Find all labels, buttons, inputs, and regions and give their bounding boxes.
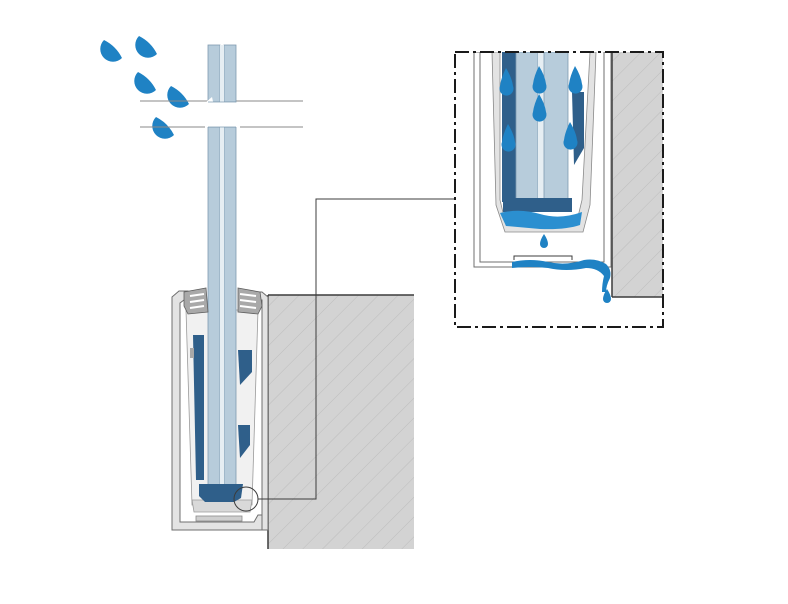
raindrop-icon [532,94,547,122]
detail-callout [233,198,455,512]
raindrop-icon [499,68,514,96]
bottom-setting-block [199,484,243,502]
raindrop-icon [134,72,156,94]
raindrop-icon [100,40,122,62]
wedges [190,335,252,480]
raindrop-icon [532,66,547,94]
raindrop-icon [540,234,548,248]
break-lines [140,100,303,128]
raindrop-icon [563,122,578,150]
raindrop-icon [603,289,611,303]
raindrop-icon [135,36,157,58]
raindrop-icon [152,117,174,139]
raindrop-icon [568,66,583,94]
rain-drops [100,36,189,139]
gaskets [183,287,263,315]
raindrop-icon [501,124,516,152]
raindrop-icon [167,86,189,108]
glass-panel [206,44,238,486]
detail-view [454,51,664,328]
concrete-slab [267,294,414,549]
